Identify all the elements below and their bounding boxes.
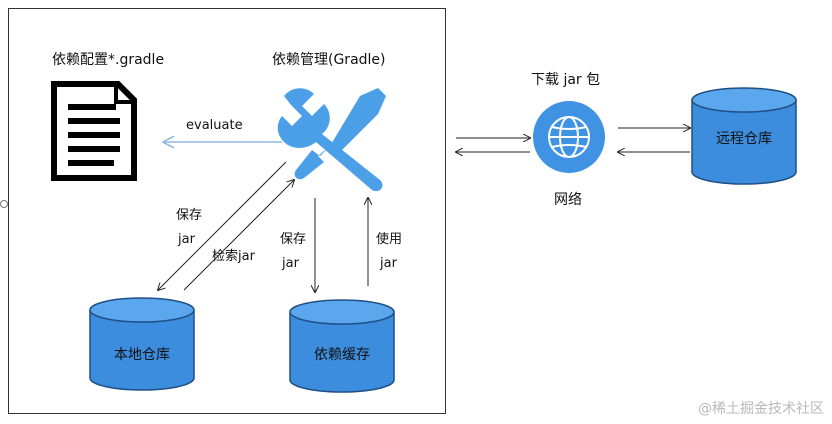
globe-icon [533,101,605,173]
search-local-arrow [183,180,294,291]
use-jar-label-2: jar [380,256,397,271]
save-jar-mid-label-1: 保存 [280,232,307,247]
save-jar-mid-label-2: jar [282,256,299,271]
search-jar-label: 检索jar [212,249,255,264]
save-jar-left-label-1: 保存 [176,208,203,223]
remote-repo-label: 远程仓库 [716,131,772,147]
dep-cache-label: 依赖缓存 [314,347,370,363]
wrench-screwdriver-icon [277,88,386,192]
evaluate-label: evaluate [186,118,243,133]
save-to-local-arrow [158,161,287,290]
local-repo-label: 本地仓库 [114,347,170,363]
save-jar-left-label-2: jar [178,232,195,247]
use-jar-label-1: 使用 [376,232,403,247]
document-icon [51,81,137,181]
watermark: @稀土掘金技术社区 [698,401,824,417]
gradle-system-frame [8,8,446,414]
local-repo-cylinder [89,297,195,391]
dep-cache-cylinder [289,299,395,393]
remote-repo-cylinder [691,87,797,185]
manager-label: 依赖管理(Gradle) [272,52,386,68]
edge-marker [0,200,8,208]
download-jar-label: 下载 jar 包 [531,72,601,88]
network-label: 网络 [554,192,582,208]
config-file-label: 依赖配置*.gradle [52,52,165,68]
